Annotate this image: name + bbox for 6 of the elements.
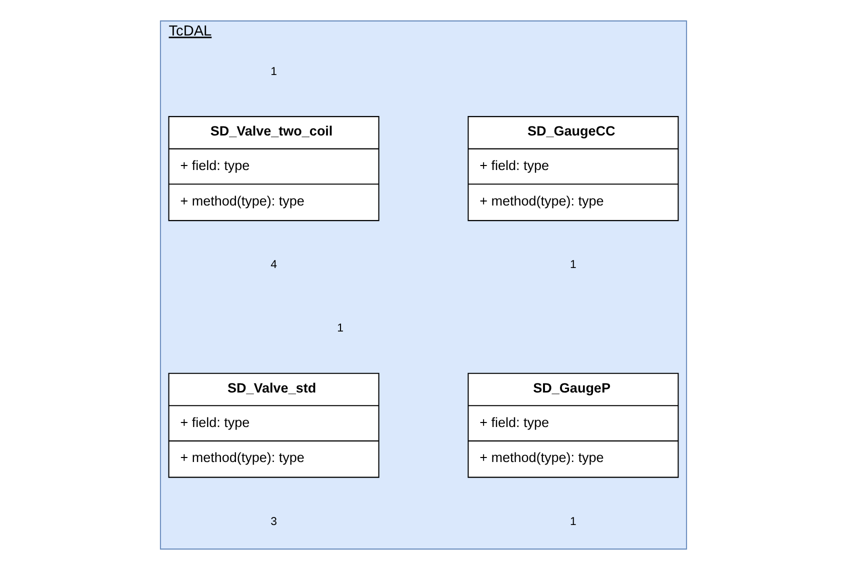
label: 1 [270, 66, 276, 78]
label: 1 [570, 516, 576, 528]
label: 4 [270, 259, 276, 272]
label: 1 [336, 322, 344, 335]
label: 3 [270, 516, 276, 528]
label: 1 [570, 259, 576, 272]
